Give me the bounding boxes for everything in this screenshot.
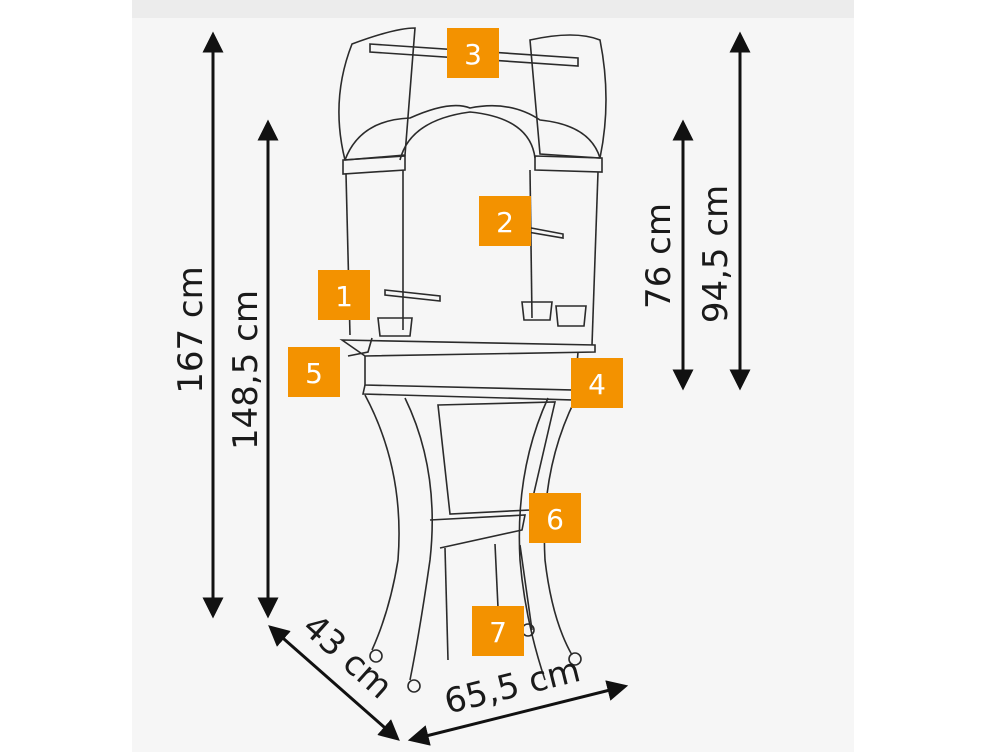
badge-1: 1: [318, 270, 370, 320]
badge-5: 5: [288, 347, 340, 397]
perch-1: [384, 289, 441, 302]
label-width: 65,5 cm: [440, 650, 584, 722]
label-cage-full-height: 94,5 cm: [696, 185, 736, 323]
stand-leg-rear-left: [444, 547, 449, 661]
wheel-front-right: [568, 652, 582, 666]
svg-text:5: 5: [305, 357, 323, 390]
left-margin: [0, 0, 132, 752]
label-cage-body-height: 76 cm: [639, 203, 679, 309]
stand-leg-rear-right: [519, 544, 533, 631]
sheet-top-band: [132, 0, 854, 18]
svg-text:3: 3: [464, 38, 482, 71]
stand-leg-front-left-outer: [364, 394, 400, 651]
stand-leg-front-left-inner: [404, 397, 434, 681]
cage-arch-inner: [399, 111, 536, 161]
wheel-front-left-inner: [407, 679, 421, 693]
left-roof-band: [342, 155, 406, 175]
label-depth: 43 cm: [295, 607, 400, 708]
svg-text:2: 2: [496, 206, 514, 239]
label-total-height: 167 cm: [171, 266, 211, 394]
cage-drawing: [338, 27, 607, 693]
left-roof-flap: [338, 27, 416, 161]
drawer-handle: [347, 337, 373, 357]
svg-text:4: 4: [588, 368, 606, 401]
svg-text:1: 1: [335, 280, 353, 313]
right-roof-flap: [529, 34, 607, 159]
dimension-arrows: [202, 31, 751, 746]
top-perch: [369, 43, 579, 67]
badge-2: 2: [479, 196, 531, 246]
feeding-cup-mid: [521, 301, 553, 321]
arrow-depth: [268, 625, 400, 741]
feeding-cup-left: [377, 317, 413, 337]
arrow-width: [407, 680, 629, 746]
cage-right-edge: [591, 171, 599, 346]
right-roof-band: [534, 155, 603, 173]
label-stand-height: 148,5 cm: [226, 290, 266, 450]
cage-tray-drawer: [364, 351, 579, 391]
stand-leg-front-right-outer: [543, 399, 576, 656]
cage-tray-top: [339, 339, 596, 357]
stand-leg-front-right-inner: [518, 397, 549, 681]
badge-3: 3: [447, 28, 499, 78]
svg-text:7: 7: [489, 616, 507, 649]
right-margin: [854, 0, 1002, 752]
badge-7: 7: [472, 606, 524, 656]
cage-arch-outer: [344, 104, 601, 161]
feeding-cup-right: [555, 305, 587, 327]
badge-6: 6: [529, 493, 581, 543]
stand-crossbar: [429, 514, 526, 549]
badge-4: 4: [571, 358, 623, 408]
svg-text:6: 6: [546, 503, 564, 536]
